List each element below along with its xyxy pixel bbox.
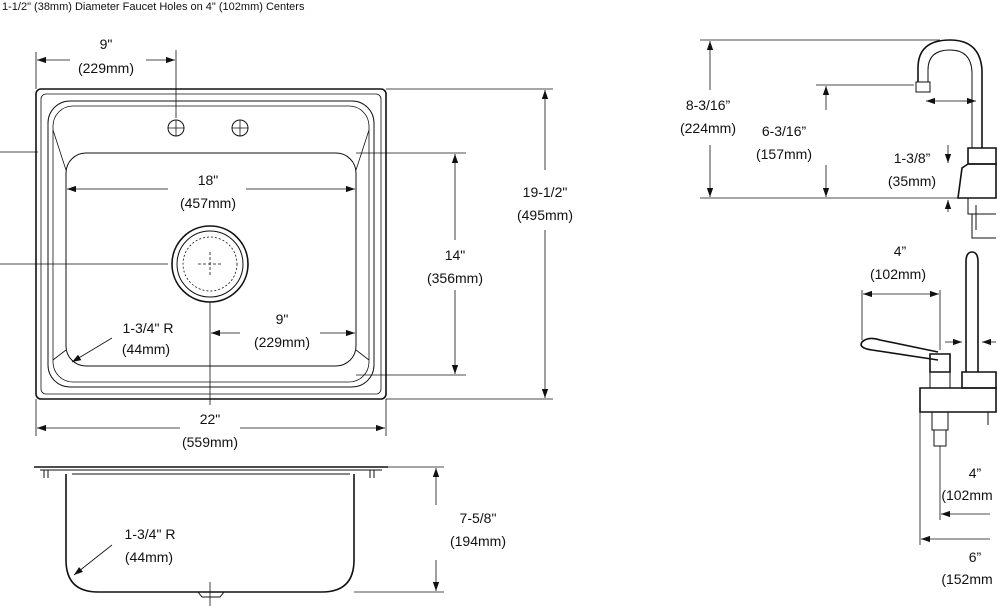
sink-outer-rim [35,88,387,400]
section-depth-metric: (194mm) [450,533,506,549]
bowl-depth-imperial: 14" [445,247,466,263]
handle-hub [929,353,951,373]
section-radius-imperial: 1-3/4" R [125,526,176,542]
handle-reach-imperial: 4” [894,243,907,259]
spout-height-imperial: 6-3/16” [762,123,807,139]
drain-offset-imperial: 9" [276,311,289,327]
deck-plate [919,387,997,413]
radius-leader [71,337,113,363]
faucet-hole-right [231,119,249,137]
overall-depth-metric: (495mm) [517,207,573,223]
wrist-blade-handle [860,337,939,361]
overall-height-metric: (224mm) [680,120,736,136]
overall-width-imperial: 22" [200,411,221,427]
faucet-body-collar [967,147,997,165]
section-bowl [65,474,355,593]
radius-imperial: 1-3/4" R [123,320,174,336]
drain-offset-metric: (229mm) [254,334,310,350]
spout-stem-front [965,251,979,372]
faucet-gooseneck [917,39,983,148]
faucet-gooseneck-inner [927,49,973,148]
faucet-front-view: 4” (102mm) 4” (102mm 6” (152mm [860,243,997,587]
deck-width-metric: (152mm [941,571,992,587]
base-height-metric: (35mm) [888,173,936,189]
overall-depth-imperial: 19-1/2" [523,184,568,200]
section-radius-metric: (44mm) [125,549,173,565]
sink-rim-inner-line [40,93,382,395]
bowl-width-metric: (457mm) [180,195,236,211]
section-depth-imperial: 7-5/8" [460,510,497,526]
bowl-side-lines [52,129,370,361]
sink-top-view: 9" (229mm) 18" (457mm) 14" (356mm) 19-1/… [0,36,573,450]
section-clips [43,470,375,478]
overall-width-metric: (559mm) [182,434,238,450]
faucet-side-view: 8-3/16” (224mm) 6-3/16” (157mm) 1-3/8” (… [680,39,997,239]
faucet-body [957,163,997,199]
sink-deck-edge [47,100,375,388]
sink-bowl-outline [65,152,357,367]
faucet-shank [967,198,996,239]
sink-section-view: 1-3/4" R (44mm) 7-5/8" (194mm) [34,466,506,606]
section-radius-leader [73,544,113,576]
faucet-hole-left [167,119,185,137]
base-height-imperial: 1-3/8” [894,150,931,166]
overall-height-imperial: 8-3/16” [686,97,731,113]
faucet-aerator [915,81,931,93]
deck-width-imperial: 6” [969,549,982,565]
drain [171,225,249,303]
faucet-hole-note: 1-1/2" (38mm) Diameter Faucet Holes on 4… [2,1,305,13]
centers-metric: (102mm [941,487,992,503]
sink-deck-edge-inner [52,105,370,383]
shank-left [931,412,949,447]
hole-offset-metric: (229mm) [78,60,134,76]
spout-height-metric: (157mm) [756,146,812,162]
radius-metric: (44mm) [122,341,170,357]
bowl-width-imperial: 18" [198,172,219,188]
bowl-depth-metric: (356mm) [427,270,483,286]
hole-offset-imperial: 9" [100,36,113,52]
valve-right [961,371,997,389]
handle-base [929,371,951,389]
handle-reach-metric: (102mm) [870,266,926,282]
section-drain [197,591,225,598]
centers-imperial: 4” [969,465,982,481]
